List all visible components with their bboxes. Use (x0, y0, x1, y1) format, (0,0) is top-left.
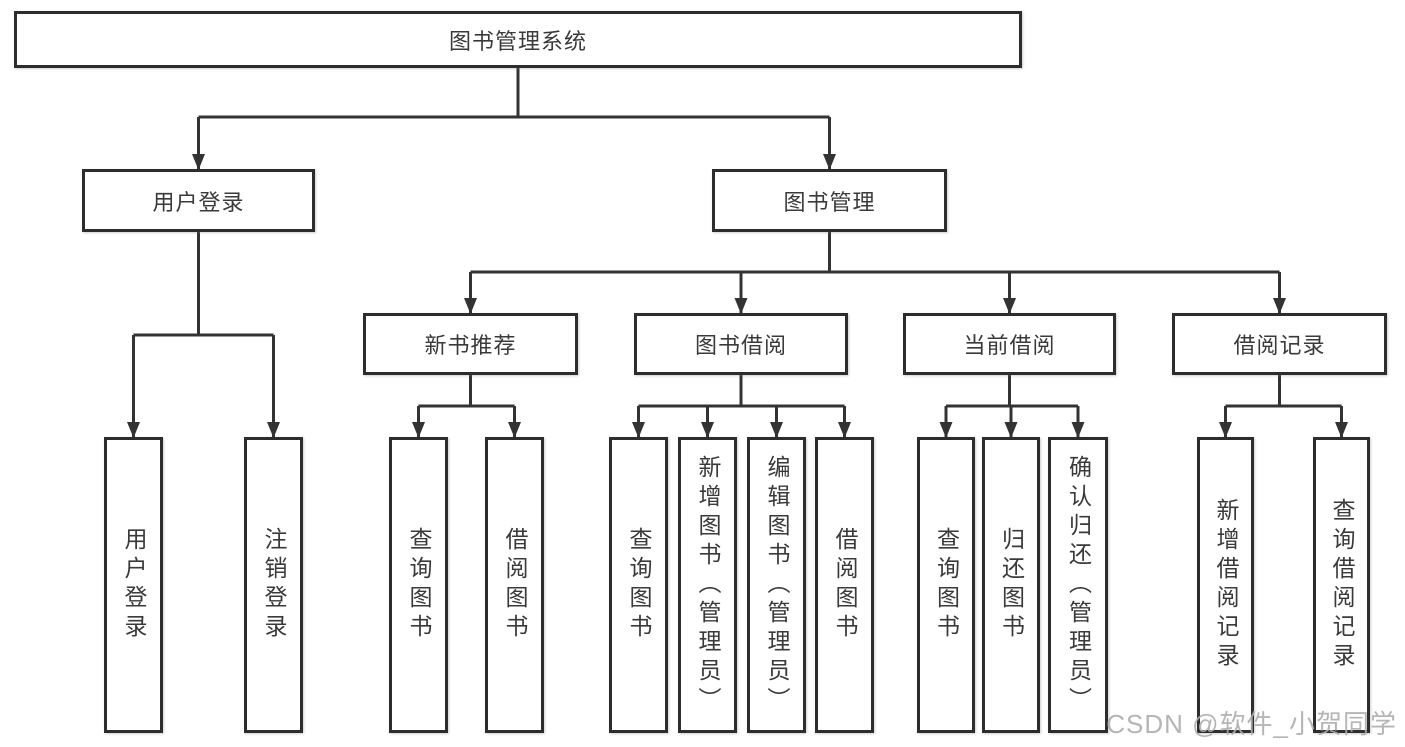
leaf-query-books-borrow: 查询图书 (609, 437, 668, 733)
node-label: 图书借阅 (694, 333, 787, 358)
leaf-label: 用户登录 (121, 527, 147, 643)
leaf-borrow-books-recommend: 借阅图书 (485, 437, 544, 733)
node-label: 借阅记录 (1233, 333, 1326, 358)
connector-current-stem (946, 375, 1078, 408)
leaf-confirm-return-admin: 确认归还（管理员） (1048, 437, 1108, 733)
connector-book-mgmt-stem (470, 232, 1280, 274)
leaf-query-books-current: 查询图书 (917, 437, 975, 733)
node-book-borrowing: 图书借阅 (634, 313, 848, 375)
leaf-label: 新增图书（管理员） (695, 454, 721, 716)
leaf-label: 借阅图书 (832, 527, 858, 643)
node-label: 图书管理 (783, 189, 876, 215)
connector-records-stem (1225, 375, 1342, 408)
connector-book-borrow-stem (638, 375, 845, 408)
leaf-label: 查询图书 (406, 527, 432, 643)
node-current-borrowing: 当前借阅 (903, 313, 1116, 375)
node-book-management: 图书管理 (712, 169, 947, 232)
leaf-logout: 注销登录 (244, 437, 303, 733)
node-library-management-system: 图书管理系统 (14, 11, 1022, 68)
leaf-add-borrow-record: 新增借阅记录 (1197, 437, 1254, 733)
leaf-user-login: 用户登录 (104, 437, 163, 733)
leaf-label: 查询借阅记录 (1329, 498, 1355, 672)
leaf-label: 借阅图书 (502, 527, 528, 643)
leaf-add-books-admin: 新增图书（管理员） (678, 437, 737, 733)
leaf-query-borrow-record: 查询借阅记录 (1313, 437, 1370, 733)
leaf-return-books: 归还图书 (982, 437, 1040, 733)
leaf-label: 查询图书 (933, 527, 960, 643)
node-label: 当前借阅 (963, 333, 1056, 358)
node-label: 新书推荐 (424, 333, 517, 358)
leaf-borrow-books: 借阅图书 (815, 437, 874, 733)
node-new-book-recommendation: 新书推荐 (363, 313, 578, 375)
csdn-watermark: CSDN @软件_小贺同学 (1106, 709, 1397, 739)
leaf-label: 编辑图书（管理员） (764, 454, 790, 716)
leaf-label: 归还图书 (998, 527, 1025, 643)
leaf-label: 新增借阅记录 (1213, 498, 1239, 672)
leaf-query-books-recommend: 查询图书 (389, 437, 448, 733)
connector-root-stem (198, 68, 830, 119)
leaf-label: 确认归还（管理员） (1065, 454, 1092, 716)
connector-user-login-stem (133, 232, 274, 337)
connector-new-books-stem (418, 375, 515, 408)
node-label: 用户登录 (152, 189, 245, 215)
node-label: 图书管理系统 (448, 28, 587, 54)
leaf-edit-books-admin: 编辑图书（管理员） (747, 437, 806, 733)
node-borrowing-records: 借阅记录 (1172, 313, 1387, 375)
leaf-label: 查询图书 (626, 527, 652, 643)
node-user-login: 用户登录 (82, 169, 315, 232)
leaf-label: 注销登录 (261, 527, 287, 643)
